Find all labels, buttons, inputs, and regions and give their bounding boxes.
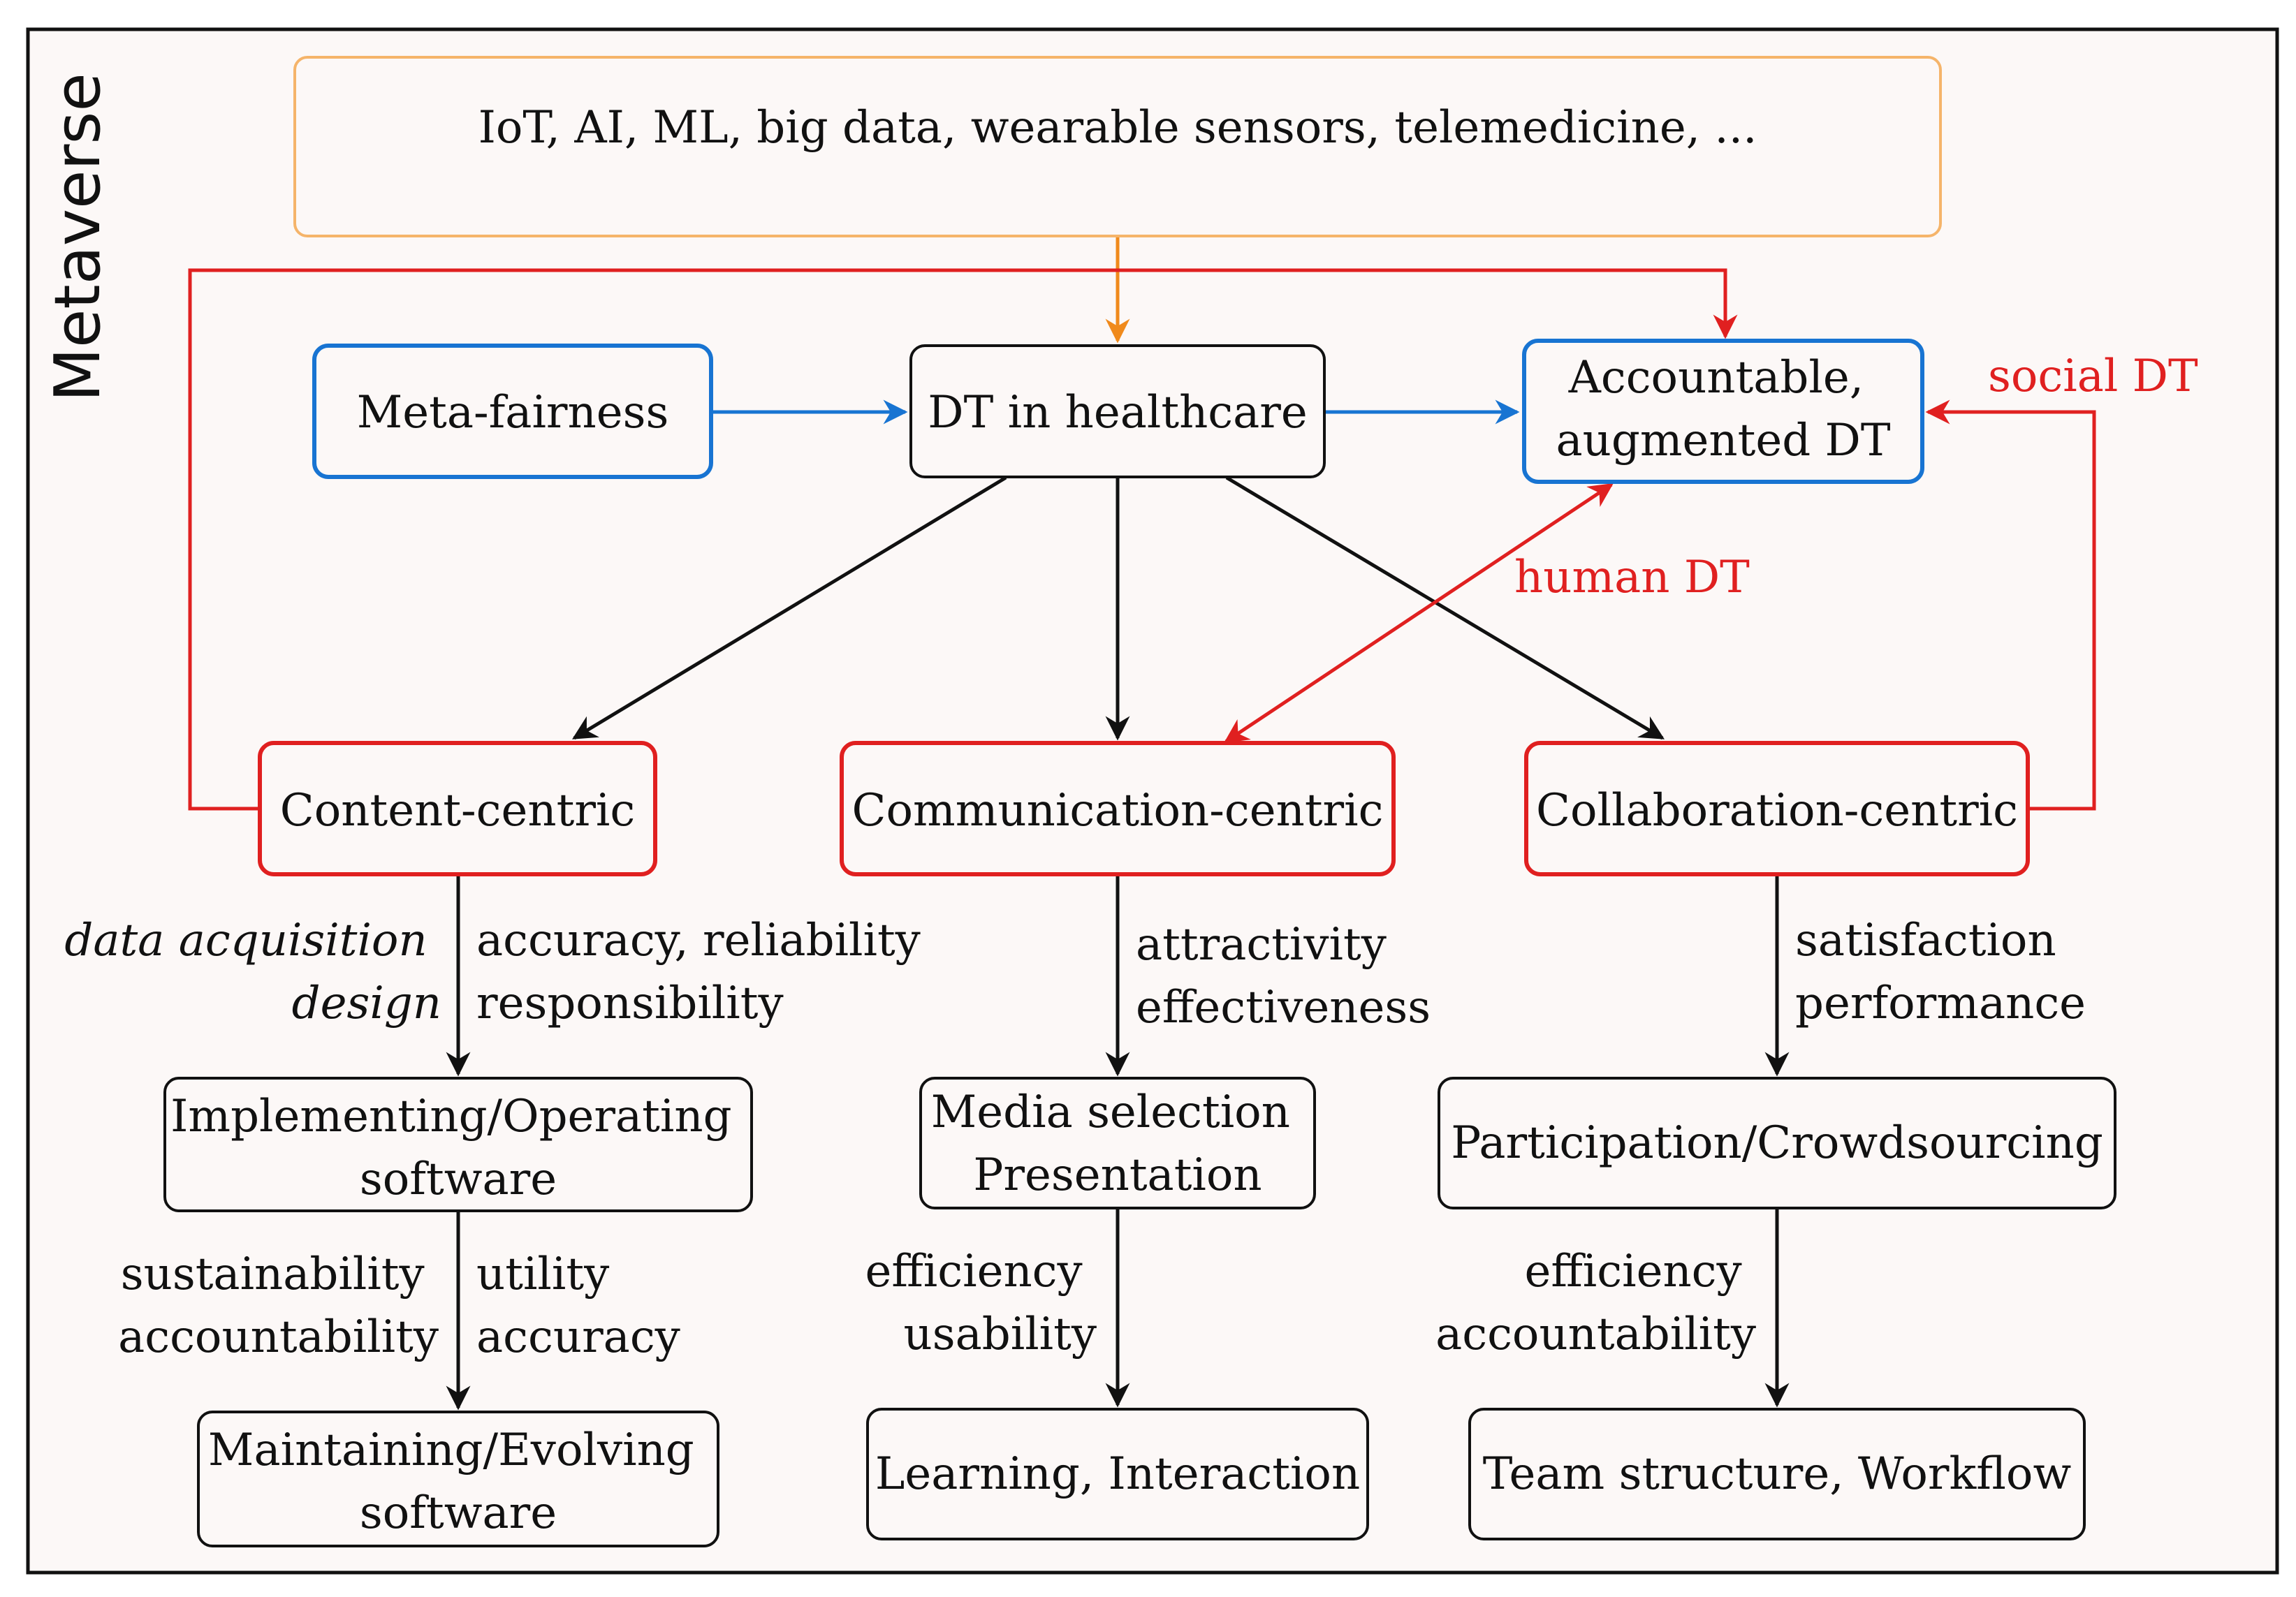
accountable-dt-line-1: Accountable, [1568,352,1864,404]
communication-right-line-1: attractivity [1136,919,1387,971]
tech-box [293,56,1942,237]
tech-box-label: IoT, AI, ML, big data, wearable sensors,… [478,102,1757,154]
communication-right-line-2: effectiveness [1136,982,1431,1033]
collaboration-right-label: satisfaction performance [1795,915,2086,1029]
human-dt-label: human DT [1514,552,1750,603]
dt-healthcare-box [909,344,1326,478]
implementing-right-label: utility accuracy [476,1249,680,1363]
content-right-line-1: accuracy, reliability [476,915,921,966]
media-box [919,1077,1316,1209]
implementing-right-line-2: accuracy [476,1311,680,1363]
media-label: Media selection Presentation [931,1087,1305,1201]
accountable-dt-line-2: augmented DT [1556,415,1890,466]
communication-right-label: attractivity effectiveness [1136,919,1431,1033]
collaboration-centric-box [1524,741,2030,876]
social-dt-label: social DT [1988,351,2198,402]
learning-box [866,1408,1369,1540]
edge-content-to-accountable [188,268,1738,811]
accountable-dt-label: Accountable, augmented DT [1556,352,1890,466]
metaverse-label: Metaverse [41,73,115,402]
participation-left-line-1: efficiency [1524,1246,1741,1297]
content-left-line-1: data acquisition [64,915,427,966]
collaboration-right-line-2: performance [1795,978,2086,1029]
participation-left-label: efficiency accountability [1435,1246,1756,1360]
maintaining-box [197,1411,719,1547]
communication-centric-box [840,741,1396,876]
learning-label: Learning, Interaction [875,1448,1360,1500]
participation-box [1438,1077,2116,1209]
participation-label: Participation/Crowdsourcing [1451,1117,2103,1169]
implementing-left-line-1: sustainability [121,1249,425,1300]
media-left-line-1: efficiency [865,1246,1082,1297]
participation-left-line-2: accountability [1435,1309,1756,1360]
implementing-label: Implementing/Operating software [170,1091,746,1205]
meta-fairness-box [312,344,713,479]
edge-human-dt [1224,483,1614,744]
content-left-label: data acquisition design [64,915,441,1029]
accountable-dt-box [1522,339,1924,484]
implementing-box [163,1077,753,1212]
edge-social-dt [1925,399,2096,811]
implementing-left-line-2: accountability [118,1311,439,1363]
maintaining-line-2: software [360,1487,557,1539]
implementing-right-line-1: utility [476,1249,609,1300]
maintaining-label: Maintaining/Evolving software [208,1425,708,1539]
media-left-label: efficiency usability [865,1246,1097,1360]
content-left-line-2: design [292,978,441,1029]
media-line-1: Media selection [931,1087,1290,1138]
media-left-line-2: usability [904,1309,1097,1360]
media-line-2: Presentation [973,1149,1262,1201]
content-centric-label: Content-centric [280,785,635,837]
meta-fairness-label: Meta-fairness [357,387,669,439]
content-right-label: accuracy, reliability responsibility [476,915,935,1029]
collaboration-right-line-1: satisfaction [1795,915,2056,966]
content-centric-box [258,741,657,876]
dt-healthcare-label: DT in healthcare [928,387,1308,439]
team-box [1468,1408,2086,1540]
implementing-line-1: Implementing/Operating [170,1091,731,1142]
implementing-left-label: sustainability accountability [118,1249,439,1363]
maintaining-line-1: Maintaining/Evolving [208,1425,694,1476]
edge-dt-to-content [572,476,1007,740]
team-label: Team structure, Workflow [1483,1448,2071,1500]
content-right-line-2: responsibility [476,978,784,1029]
collaboration-centric-label: Collaboration-centric [1536,785,2018,837]
implementing-line-2: software [360,1154,557,1205]
communication-centric-label: Communication-centric [852,785,1384,837]
